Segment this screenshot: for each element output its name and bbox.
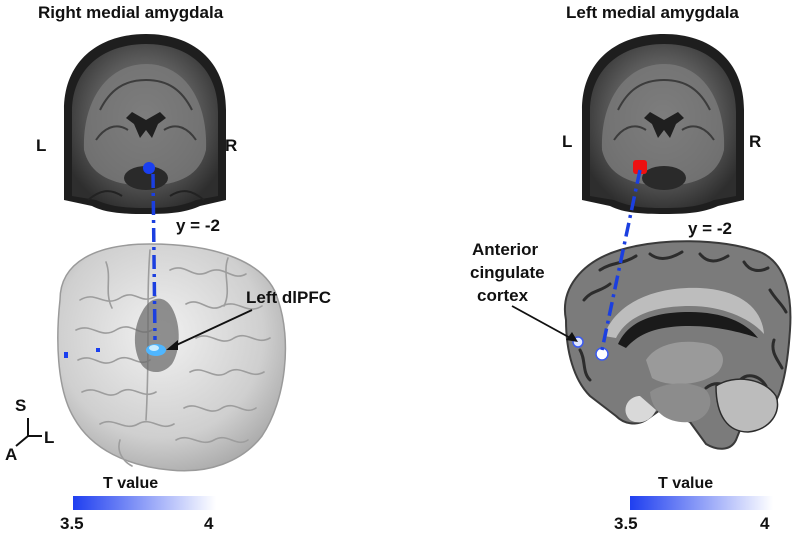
orientation-axes <box>15 418 42 447</box>
right-colorbar-max: 4 <box>760 514 770 533</box>
orientation-left: L <box>44 428 55 447</box>
orientation-superior: S <box>15 396 27 415</box>
right-colorbar-min: 3.5 <box>614 514 638 533</box>
right-seed-marker <box>633 160 647 174</box>
right-colorbar-title: T value <box>658 475 714 492</box>
brain-surface-3d <box>57 243 287 472</box>
dlpfc-label: Left dlPFC <box>246 288 331 307</box>
left-coronal-mri <box>64 34 226 214</box>
right-connection-line <box>600 169 642 351</box>
acc-label-line-1: Anterior <box>472 240 539 259</box>
left-colorbar <box>73 496 216 510</box>
acc-label-line-3: cortex <box>477 286 529 305</box>
right-panel-hemi-left: L <box>562 132 573 151</box>
acc-arrow <box>511 305 575 341</box>
dlpfc-arrow <box>169 309 253 349</box>
left-connection-line <box>151 173 157 341</box>
right-panel-hemi-right: R <box>749 132 762 151</box>
left-seed-marker <box>143 162 155 174</box>
right-panel-title: Left medial amygdala <box>566 3 739 22</box>
left-panel-hemi-left: L <box>36 136 47 155</box>
sagittal-mri <box>564 240 792 450</box>
orientation-anterior: A <box>5 445 18 464</box>
right-colorbar <box>630 496 773 510</box>
left-colorbar-min: 3.5 <box>60 514 84 533</box>
left-colorbar-max: 4 <box>204 514 214 533</box>
right-coronal-mri <box>582 34 744 214</box>
left-panel-title: Right medial amygdala <box>38 3 224 22</box>
acc-label-line-2: cingulate <box>470 263 545 282</box>
left-slice-coordinate: y = -2 <box>176 216 220 235</box>
right-slice-coordinate: y = -2 <box>688 219 732 238</box>
left-panel-hemi-right: R <box>225 136 238 155</box>
left-colorbar-title: T value <box>103 475 159 492</box>
